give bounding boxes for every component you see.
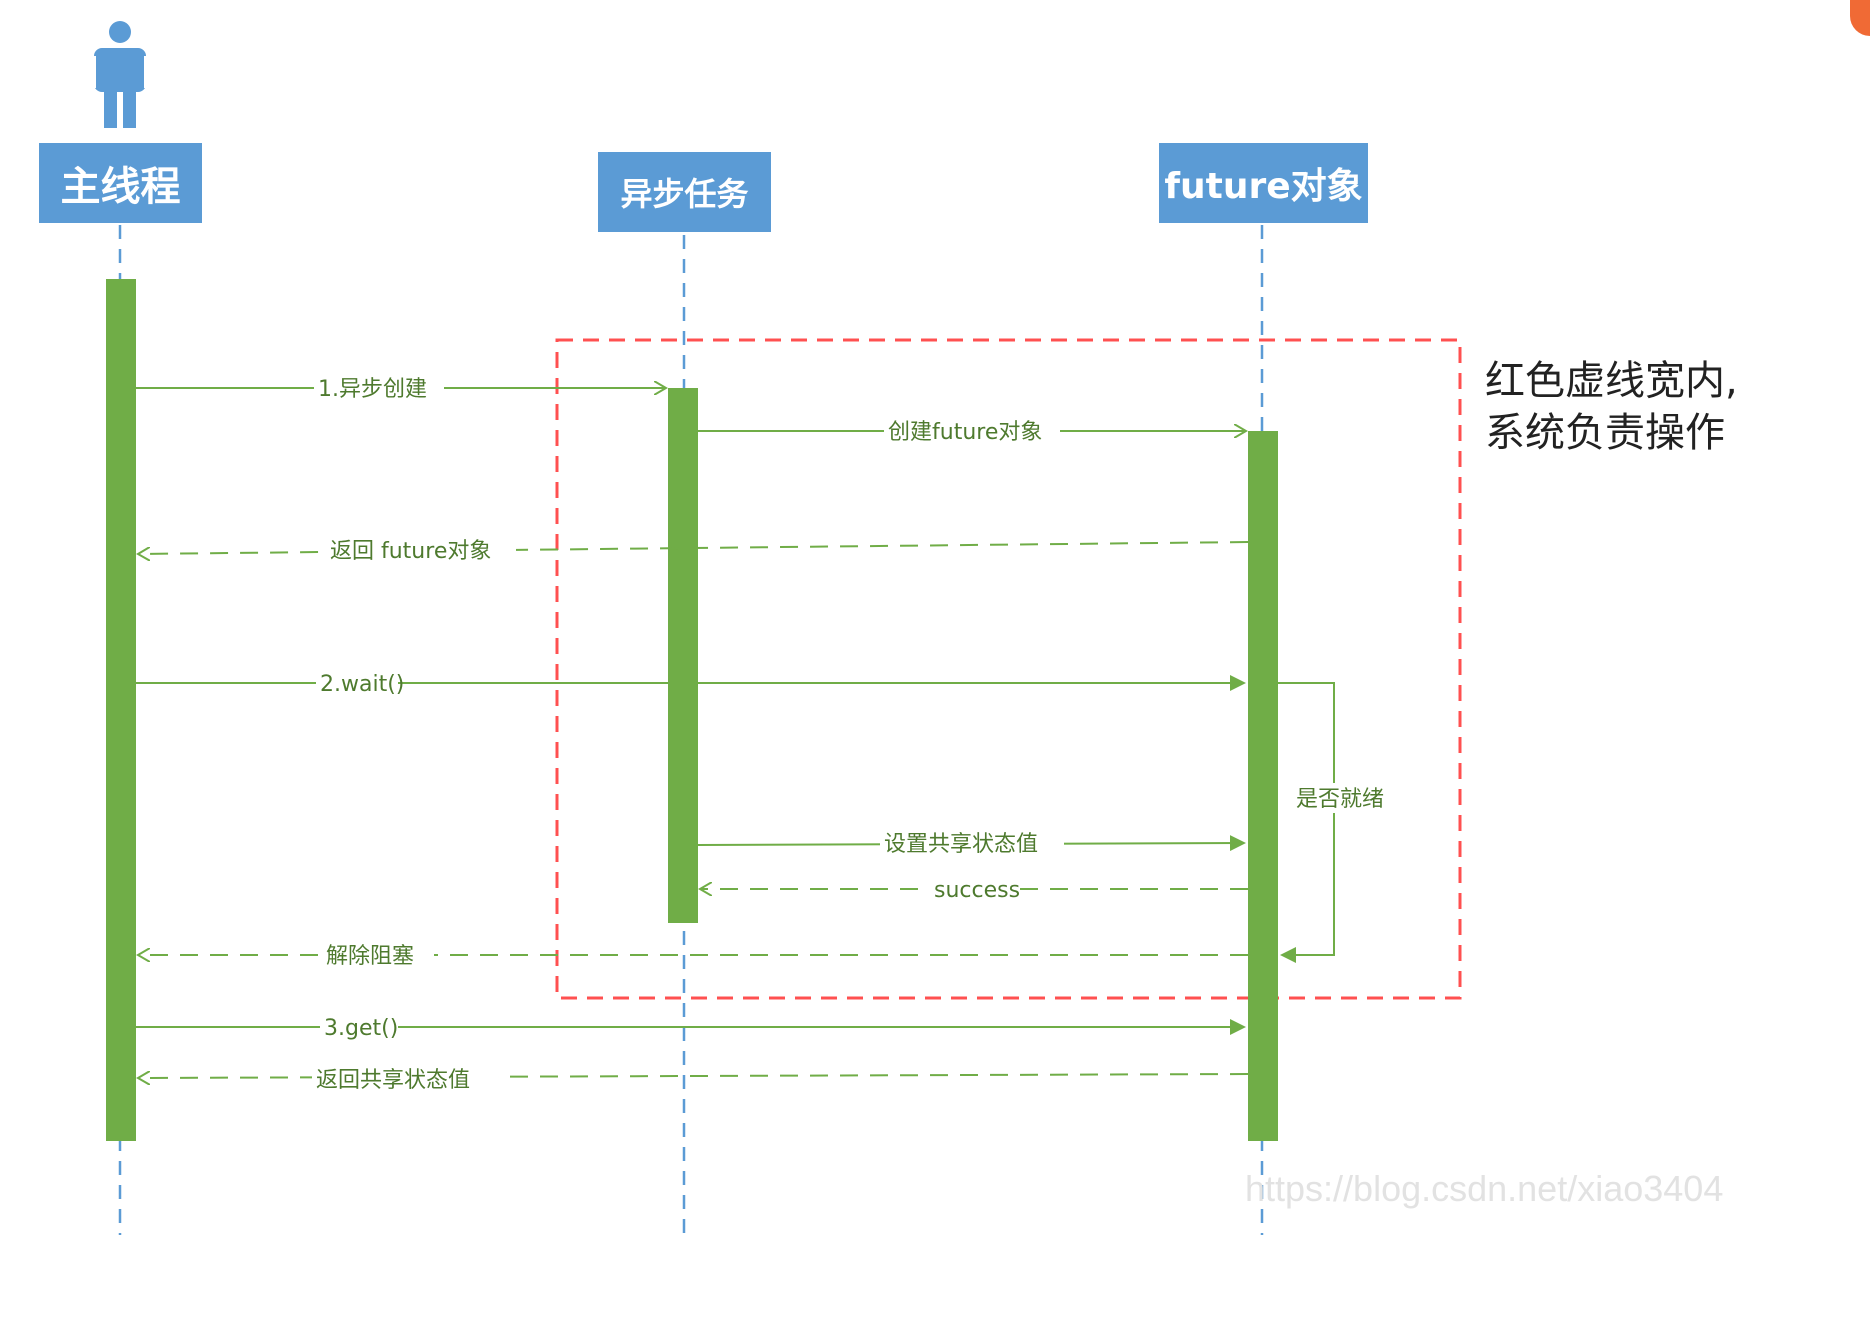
lane-header-future-object: future对象: [1159, 143, 1368, 223]
message-3-label: 返回 future对象: [330, 539, 491, 564]
watermark: https://blog.csdn.net/xiao3404: [1245, 1168, 1724, 1209]
message-10-label: 返回共享状态值: [316, 1068, 470, 1093]
message-7-label: success: [934, 878, 1020, 903]
lane-header-main-thread: 主线程: [39, 143, 202, 223]
message-6-label: 设置共享状态值: [884, 832, 1038, 857]
system-operation-frame: [555, 338, 1462, 1000]
corner-logo-shape: [1850, 0, 1870, 36]
activation-async: [668, 388, 698, 923]
message-5-self-loop: [1278, 682, 1335, 963]
message-2-label: 创建future对象: [888, 420, 1042, 445]
message-3-line: [138, 541, 1249, 554]
message-5-label: 是否就绪: [1296, 787, 1384, 812]
lane-header-async-task: 异步任务: [598, 152, 771, 232]
message-10-line: [138, 1074, 1249, 1078]
frame-note-line-2: 系统负责操作: [1485, 410, 1725, 456]
message-1-label: 1.异步创建: [318, 377, 427, 402]
message-9-label: 3.get(): [324, 1016, 398, 1041]
frame-note: 红色虚线宽内, 系统负责操作: [1485, 355, 1738, 459]
activation-main: [106, 279, 136, 1141]
actor-person-icon: [92, 21, 148, 128]
frame-note-line-1: 红色虚线宽内,: [1485, 358, 1738, 404]
message-8-label: 解除阻塞: [326, 944, 414, 969]
message-4-label: 2.wait(): [320, 672, 404, 697]
activation-future: [1248, 431, 1278, 1141]
